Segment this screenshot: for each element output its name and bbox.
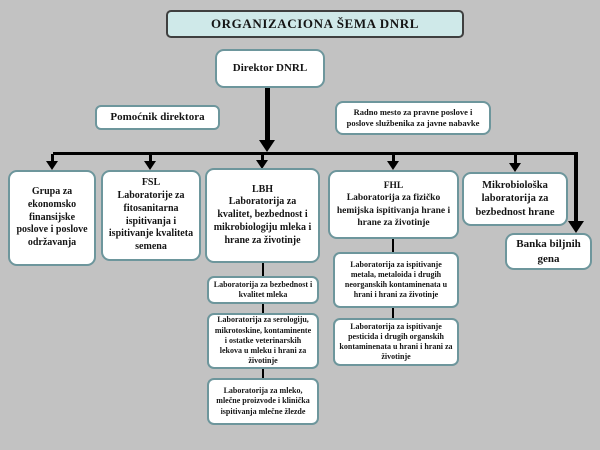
node-banka-biljnih-gena: Banka biljnih gena (505, 233, 592, 270)
connector-horizontal-bar (53, 152, 578, 155)
node-fhl-code: FHL (383, 181, 404, 192)
arrowhead-direktor-trunk (259, 140, 275, 152)
connector-drop-grupa (51, 154, 54, 162)
connector-lbh-sub2 (262, 304, 264, 313)
connector-direktor-trunk (265, 88, 270, 140)
node-lbh-label: Laboratorija za kvalitet, bezbednost i m… (213, 196, 312, 246)
node-pomocnik-label: Pomoćnik direktora (110, 111, 205, 124)
connector-drop-lbh (261, 154, 264, 161)
node-radno-mesto-label: Radno mesto za pravne poslove i poslove … (346, 107, 480, 128)
node-fhl: FHL Laboratorija za fizičko hemijska isp… (328, 170, 459, 239)
node-fsl-label: Laboratorije za fitosanitarna ispitivanj… (108, 189, 194, 253)
connector-lbh-sub1 (262, 263, 264, 276)
node-mikrobioloska: Mikrobiološka laboratorija za bezbednost… (462, 172, 568, 226)
node-radno-mesto: Radno mesto za pravne poslove i poslove … (335, 101, 491, 135)
arrowhead-grupa (46, 161, 58, 170)
node-fhl-label: Laboratorija za fizičko hemijska ispitiv… (336, 193, 451, 228)
node-lbh-sub2: Laboratorija za serologiju, mikrotoskine… (207, 313, 319, 369)
node-fhl-sub2: Laboratorija za ispitivanje pesticida i … (333, 318, 459, 366)
arrowhead-fhl (387, 161, 399, 170)
node-grupa-ekonomsko: Grupa za ekonomsko finansijske poslove i… (8, 170, 96, 266)
connector-drop-banka (574, 152, 578, 222)
node-fhl-sub2-label: Laboratorija za ispitivanje pesticida i … (339, 321, 453, 362)
arrowhead-mikrobioloska (509, 163, 521, 172)
node-direktor: Direktor DNRL (215, 49, 325, 88)
connector-fhl-sub2 (392, 308, 394, 318)
arrowhead-lbh (256, 160, 268, 169)
arrowhead-fsl (144, 161, 156, 170)
connector-lbh-sub3 (262, 369, 264, 378)
node-lbh-sub1-label: Laboratorija za bezbednost i kvalitet ml… (213, 279, 313, 299)
node-lbh: LBH Laboratorija za kvalitet, bezbednost… (205, 168, 320, 263)
chart-title: ORGANIZACIONA ŠEMA DNRL (166, 10, 464, 38)
node-lbh-code: LBH (251, 183, 274, 195)
connector-drop-fhl (392, 154, 395, 162)
node-direktor-label: Direktor DNRL (232, 62, 308, 75)
node-mikrobioloska-label: Mikrobiološka laboratorija za bezbednost… (475, 179, 555, 218)
node-fsl-code: FSL (141, 177, 161, 189)
node-lbh-sub2-label: Laboratorija za serologiju, mikrotoskine… (214, 315, 312, 366)
node-fhl-sub1-label: Laboratorija za ispitivanje metala, meta… (344, 259, 448, 300)
node-lbh-sub1: Laboratorija za bezbednost i kvalitet ml… (207, 276, 319, 304)
node-grupa-label: Grupa za ekonomsko finansijske poslove i… (16, 186, 88, 249)
node-fsl: FSL Laboratorije za fitosanitarna ispiti… (101, 170, 201, 261)
node-lbh-sub3: Laboratorija za mleko, mlečne proizvode … (207, 378, 319, 425)
arrowhead-banka (568, 221, 584, 233)
connector-drop-fsl (149, 154, 152, 162)
connector-fhl-sub1 (392, 239, 394, 252)
node-fhl-sub1: Laboratorija za ispitivanje metala, meta… (333, 252, 459, 308)
node-pomocnik-direktora: Pomoćnik direktora (95, 105, 220, 130)
node-banka-label: Banka biljnih gena (516, 238, 581, 265)
connector-drop-mikrobioloska (514, 154, 517, 163)
node-lbh-sub3-label: Laboratorija za mleko, mlečne proizvode … (216, 386, 310, 416)
chart-title-label: ORGANIZACIONA ŠEMA DNRL (210, 16, 420, 31)
